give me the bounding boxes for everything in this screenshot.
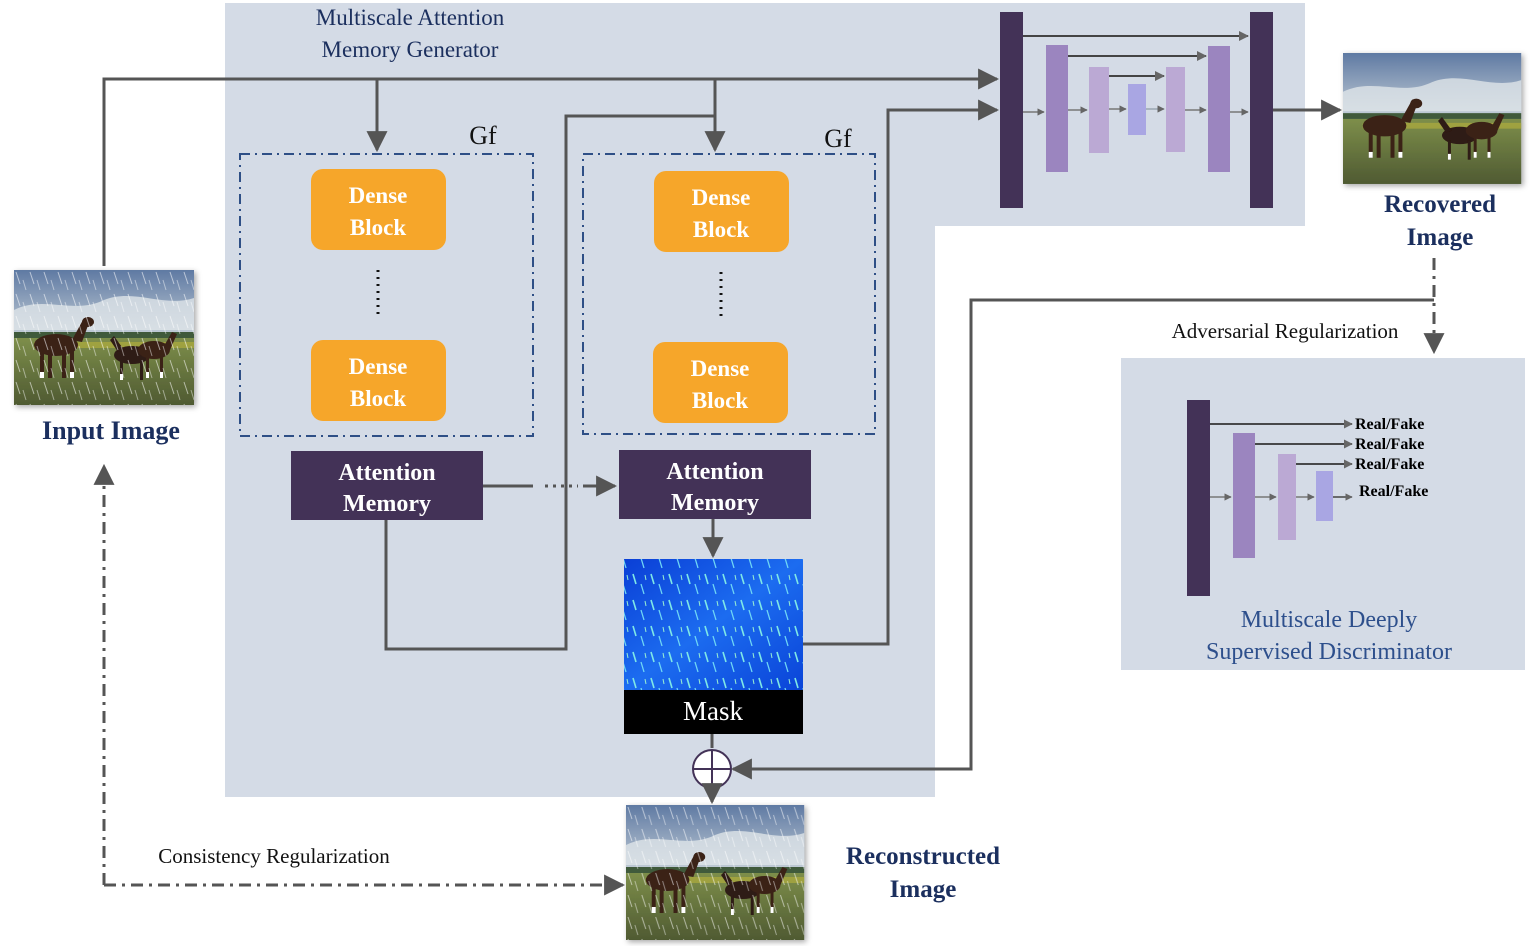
gf-block-1	[239, 153, 534, 437]
svg-text:Block: Block	[693, 217, 749, 242]
svg-text:Dense: Dense	[691, 356, 750, 381]
discriminator-title-line2: Supervised Discriminator	[1206, 639, 1452, 665]
generator-title-line2: Memory Generator	[322, 37, 499, 62]
dense-block-1a: Dense Block	[311, 169, 446, 250]
reconstructed-image	[626, 805, 805, 940]
attention-memory-2: Attention Memory	[619, 450, 811, 519]
consistency-regularization-label: Consistency Regularization	[158, 844, 390, 868]
dense-block-1b: Dense Block	[311, 340, 446, 421]
real-fake-label-4: Real/Fake	[1359, 483, 1428, 500]
recovered-image-label-line2: Image	[1407, 224, 1474, 251]
gf-label-1: Gf	[469, 121, 497, 150]
gf-label-2: Gf	[824, 124, 852, 153]
recovered-image-label-line1: Recovered	[1384, 191, 1496, 218]
adversarial-regularization-label: Adversarial Regularization	[1172, 319, 1399, 343]
reconstructed-image-label-line1: Reconstructed	[846, 843, 1000, 870]
attention-memory-1: Attention Memory	[291, 451, 483, 520]
recovered-image	[1343, 53, 1522, 184]
addition-operator	[692, 749, 732, 789]
mask-image	[624, 559, 803, 690]
reconstructed-image-label-line2: Image	[890, 876, 957, 903]
discriminator-network	[1187, 400, 1353, 596]
real-fake-label-1: Real/Fake	[1355, 416, 1424, 433]
connection-lines	[102, 68, 1434, 805]
svg-text:Dense: Dense	[349, 354, 408, 379]
svg-text:Memory: Memory	[671, 490, 759, 516]
generator-title-line1: Multiscale Attention	[316, 5, 505, 30]
real-fake-label-2: Real/Fake	[1355, 436, 1424, 453]
svg-text:Dense: Dense	[349, 183, 408, 208]
svg-text:Block: Block	[692, 388, 748, 413]
real-fake-label-3: Real/Fake	[1355, 456, 1424, 473]
svg-text:Block: Block	[350, 215, 406, 240]
svg-text:Block: Block	[350, 386, 406, 411]
mask-label: Mask	[683, 696, 743, 726]
regularization-lines	[93, 258, 1445, 896]
svg-text:Attention: Attention	[666, 459, 763, 485]
generator-unet	[1000, 12, 1273, 208]
svg-text:Memory: Memory	[343, 491, 431, 517]
discriminator-title-line1: Multiscale Deeply	[1241, 607, 1418, 633]
mask-label-bg	[624, 690, 803, 734]
svg-text:Dense: Dense	[692, 185, 751, 210]
dense-block-2b: Dense Block	[653, 342, 788, 423]
input-image-label: Input Image	[42, 416, 180, 445]
svg-text:Attention: Attention	[338, 460, 435, 486]
dense-block-2a: Dense Block	[654, 171, 789, 252]
input-image	[14, 270, 194, 405]
